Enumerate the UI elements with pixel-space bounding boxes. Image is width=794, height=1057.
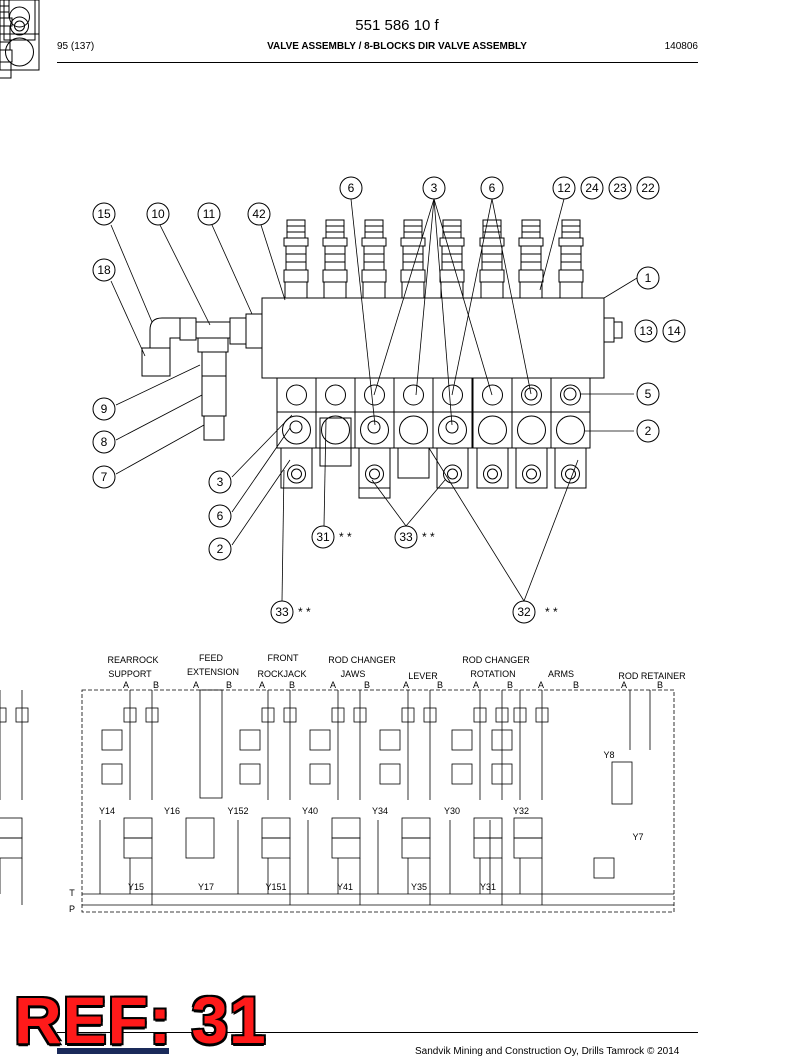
- solenoid-y8: Y8: [603, 750, 614, 760]
- solenoid-y152: Y152: [227, 806, 248, 816]
- port-b-8: B: [657, 680, 663, 690]
- callout-6-top-left: 6: [348, 181, 355, 195]
- label-rearrock-1: REARROCK: [107, 655, 158, 665]
- callout-13: 13: [639, 324, 653, 338]
- label-lever: LEVER: [408, 671, 438, 681]
- callout-6-top-right: 6: [489, 181, 496, 195]
- callout-10: 10: [151, 207, 165, 221]
- port-a-1: A: [123, 680, 129, 690]
- callout-9: 9: [101, 402, 108, 416]
- callout-5: 5: [645, 387, 652, 401]
- valve-sections: [0, 0, 591, 499]
- leader-lines: [110, 198, 638, 602]
- label-rodjaws-2: JAWS: [341, 669, 366, 679]
- label-rodrot-2: ROTATION: [470, 669, 515, 679]
- callout-33-bottom: 33: [275, 605, 289, 619]
- revision-date: 140806: [664, 41, 698, 52]
- valve-manifold-body: [261, 297, 605, 379]
- label-front-1: FRONT: [268, 653, 299, 663]
- solenoid-y16: Y16: [164, 806, 180, 816]
- port-a-8: A: [621, 680, 627, 690]
- header-rule: [57, 62, 698, 63]
- solenoid-y35: Y35: [411, 882, 427, 892]
- line-label-t: T: [69, 888, 75, 898]
- port-b-6: B: [507, 680, 513, 690]
- callout-22: 22: [641, 181, 655, 195]
- copyright-footer: Sandvik Mining and Construction Oy, Dril…: [415, 1046, 680, 1057]
- port-a-3: A: [259, 680, 265, 690]
- asterisks-32: * *: [545, 605, 558, 619]
- asterisk-marks: * * * * * * * *: [298, 530, 558, 619]
- port-a-2: A: [193, 680, 199, 690]
- callout-23: 23: [613, 181, 627, 195]
- callout-32: 32: [517, 605, 531, 619]
- callout-6-left: 6: [217, 509, 224, 523]
- line-label-p: P: [69, 904, 75, 914]
- sandvik-logo-bar: [57, 1048, 169, 1054]
- label-front-2: ROCKJACK: [257, 669, 306, 679]
- callout-circles: [92, 176, 686, 624]
- left-elbow-fittings: [141, 313, 263, 441]
- label-rodjaws-1: ROD CHANGER: [328, 655, 396, 665]
- callout-3-left: 3: [217, 475, 224, 489]
- port-b-7: B: [573, 680, 579, 690]
- port-a-4: A: [330, 680, 336, 690]
- page-title: VALVE ASSEMBLY / 8-BLOCKS DIR VALVE ASSE…: [267, 41, 527, 52]
- solenoid-y40: Y40: [302, 806, 318, 816]
- callout-1: 1: [645, 271, 652, 285]
- solenoid-y17: Y17: [198, 882, 214, 892]
- solenoid-y31: Y31: [480, 882, 496, 892]
- callout-3-top: 3: [431, 181, 438, 195]
- port-b-3: B: [289, 680, 295, 690]
- callout-33-center: 33: [399, 530, 413, 544]
- label-feed-2: EXTENSION: [187, 667, 239, 677]
- document-number: 551 586 10 f: [355, 17, 439, 34]
- callout-8: 8: [101, 435, 108, 449]
- callout-18: 18: [97, 263, 111, 277]
- callout-14: 14: [667, 324, 681, 338]
- solenoid-y41: Y41: [337, 882, 353, 892]
- callout-11: 11: [203, 207, 216, 221]
- port-b-1: B: [153, 680, 159, 690]
- solenoid-y7: Y7: [632, 832, 643, 842]
- solenoid-y32: Y32: [513, 806, 529, 816]
- asterisks-33-bottom: * *: [298, 605, 311, 619]
- solenoid-y15: Y15: [128, 882, 144, 892]
- asterisks-31: * *: [339, 530, 352, 544]
- callout-12: 12: [557, 181, 571, 195]
- asterisks-33-center: * *: [422, 530, 435, 544]
- callout-7: 7: [101, 470, 108, 484]
- reference-watermark: REF: 31: [14, 983, 267, 1057]
- label-feed-1: FEED: [199, 653, 224, 663]
- port-a-6: A: [473, 680, 479, 690]
- solenoid-y30: Y30: [444, 806, 460, 816]
- schematic-labels: REARROCK SUPPORT FEED EXTENSION FRONT RO…: [69, 653, 686, 914]
- callout-24: 24: [585, 181, 599, 195]
- hydraulic-schematic: [0, 689, 675, 913]
- top-fittings: [0, 0, 584, 299]
- callout-2-right: 2: [645, 424, 652, 438]
- solenoid-y34: Y34: [372, 806, 388, 816]
- port-b-5: B: [437, 680, 443, 690]
- side-fitting-right: [603, 317, 623, 343]
- callout-15: 15: [97, 207, 111, 221]
- solenoid-y14: Y14: [99, 806, 115, 816]
- label-retainer: ROD RETAINER: [618, 671, 686, 681]
- port-a-7: A: [538, 680, 544, 690]
- page-number: 95 (137): [57, 41, 95, 52]
- port-a-5: A: [403, 680, 409, 690]
- label-rodrot-1: ROD CHANGER: [462, 655, 530, 665]
- callout-2-left: 2: [217, 542, 224, 556]
- solenoid-y151: Y151: [265, 882, 286, 892]
- callout-42: 42: [252, 207, 266, 221]
- callout-31: 31: [316, 530, 330, 544]
- label-rearrock-2: SUPPORT: [108, 669, 152, 679]
- port-b-4: B: [364, 680, 370, 690]
- port-b-2: B: [226, 680, 232, 690]
- label-arms: ARMS: [548, 669, 574, 679]
- footer-rule: [57, 1032, 698, 1033]
- callout-numbers: 6 3 6 12 24 23 22 15 10 11 42 18 1 13 14…: [97, 181, 681, 619]
